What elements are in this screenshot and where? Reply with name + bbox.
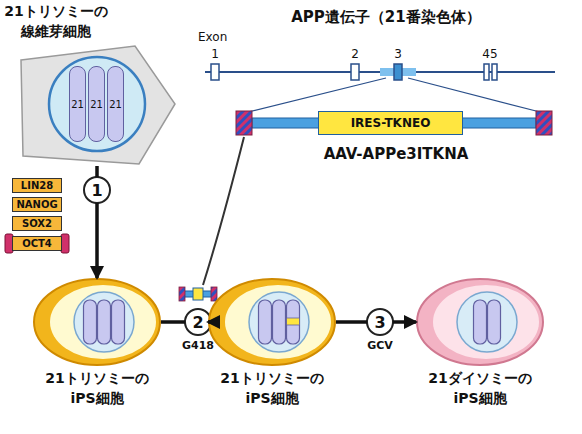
nucleus	[457, 292, 517, 352]
vector-cap	[211, 287, 217, 301]
node-text: OCT4	[22, 238, 52, 249]
node-outline	[32, 277, 162, 367]
cytoplasm	[50, 285, 156, 359]
node-text: 21	[71, 99, 84, 110]
expansion-line	[248, 78, 386, 112]
process-arrow	[95, 203, 99, 278]
fibroblast-body	[21, 46, 175, 164]
chromosome: 21	[107, 66, 124, 142]
node-text: 1	[91, 181, 102, 200]
drug-label: GCV	[355, 339, 405, 352]
exon-box	[211, 64, 219, 80]
chromosome	[287, 300, 300, 344]
node-text: 21	[109, 99, 122, 110]
cell-body	[417, 279, 543, 365]
exon-number: 3	[388, 47, 408, 61]
ips-cell: 21トリソミーの iPS細胞	[32, 277, 162, 367]
vector-cap	[179, 287, 185, 301]
process-arrow	[161, 320, 185, 324]
cell-heading: 21トリソミーの 線維芽細胞	[0, 2, 112, 41]
nucleus	[49, 57, 145, 151]
vector-name: AAV-APPe3ITKNA	[301, 145, 491, 163]
transfer-curve	[203, 137, 244, 285]
cytoplasm	[433, 285, 539, 359]
itr-cap	[236, 111, 252, 135]
node-outline	[207, 277, 337, 367]
fibroblast-cell: 21トリソミーの 線維芽細胞212121	[17, 44, 177, 166]
factor-box: OCT4	[12, 236, 62, 251]
step-circle: 2	[184, 308, 212, 336]
exon-number: 45	[475, 47, 505, 61]
node-outline	[415, 277, 545, 367]
node-text: 3	[374, 313, 385, 332]
exon-number: 1	[205, 47, 225, 61]
chromosome: 21	[88, 66, 105, 142]
chromosome	[488, 300, 501, 344]
nucleus	[74, 292, 134, 352]
cell-body	[209, 279, 335, 365]
process-arrow	[336, 320, 367, 324]
chromosome	[84, 300, 97, 344]
cell-heading: 21トリソミーの iPS細胞	[197, 369, 347, 408]
exon-box	[492, 64, 497, 80]
exon-box	[394, 64, 402, 80]
factor-box: NANOG	[12, 197, 62, 212]
cell-heading: 21ダイソミーの iPS細胞	[405, 369, 555, 408]
ips-cell: 21トリソミーの iPS細胞	[207, 277, 337, 367]
process-arrow	[95, 166, 99, 177]
node-text: SOX2	[22, 218, 52, 229]
process-arrow	[208, 320, 211, 324]
step-circle: 1	[83, 176, 111, 204]
plasmid-cap	[61, 234, 69, 253]
chromosome	[98, 300, 111, 344]
node-text: NANOG	[16, 199, 57, 210]
factor-box: LIN28	[12, 178, 62, 193]
exon-box	[351, 64, 359, 80]
itr-cap	[536, 111, 552, 135]
chromosome: 21	[69, 66, 86, 142]
cell-body	[34, 279, 160, 365]
chromosome	[273, 300, 286, 344]
exon-number: 2	[345, 47, 365, 61]
chromosome	[259, 300, 272, 344]
node-text: IRES-TKNEO	[351, 116, 431, 130]
exon-box	[484, 64, 489, 80]
process-arrow	[393, 320, 416, 324]
factor-box: SOX2	[12, 216, 62, 231]
ips-cell: 21ダイソミーの iPS細胞	[415, 277, 545, 367]
node-text: LIN28	[21, 180, 53, 191]
chromosome	[474, 300, 487, 344]
axis-label: Exon	[198, 30, 238, 44]
cytoplasm	[225, 285, 331, 359]
gene-title: APP遺伝子（21番染色体）	[226, 8, 546, 27]
insert-band	[287, 318, 300, 325]
step-circle: 3	[366, 308, 394, 336]
cell-heading: 21トリソミーの iPS細胞	[22, 369, 172, 408]
chromosome	[112, 300, 125, 344]
node-text: 21	[90, 99, 103, 110]
cassette-box: IRES-TKNEO	[318, 111, 463, 135]
node-text: 2	[192, 313, 203, 332]
vector-insert	[193, 288, 203, 300]
expansion-line	[408, 78, 540, 112]
nucleus	[249, 292, 309, 352]
